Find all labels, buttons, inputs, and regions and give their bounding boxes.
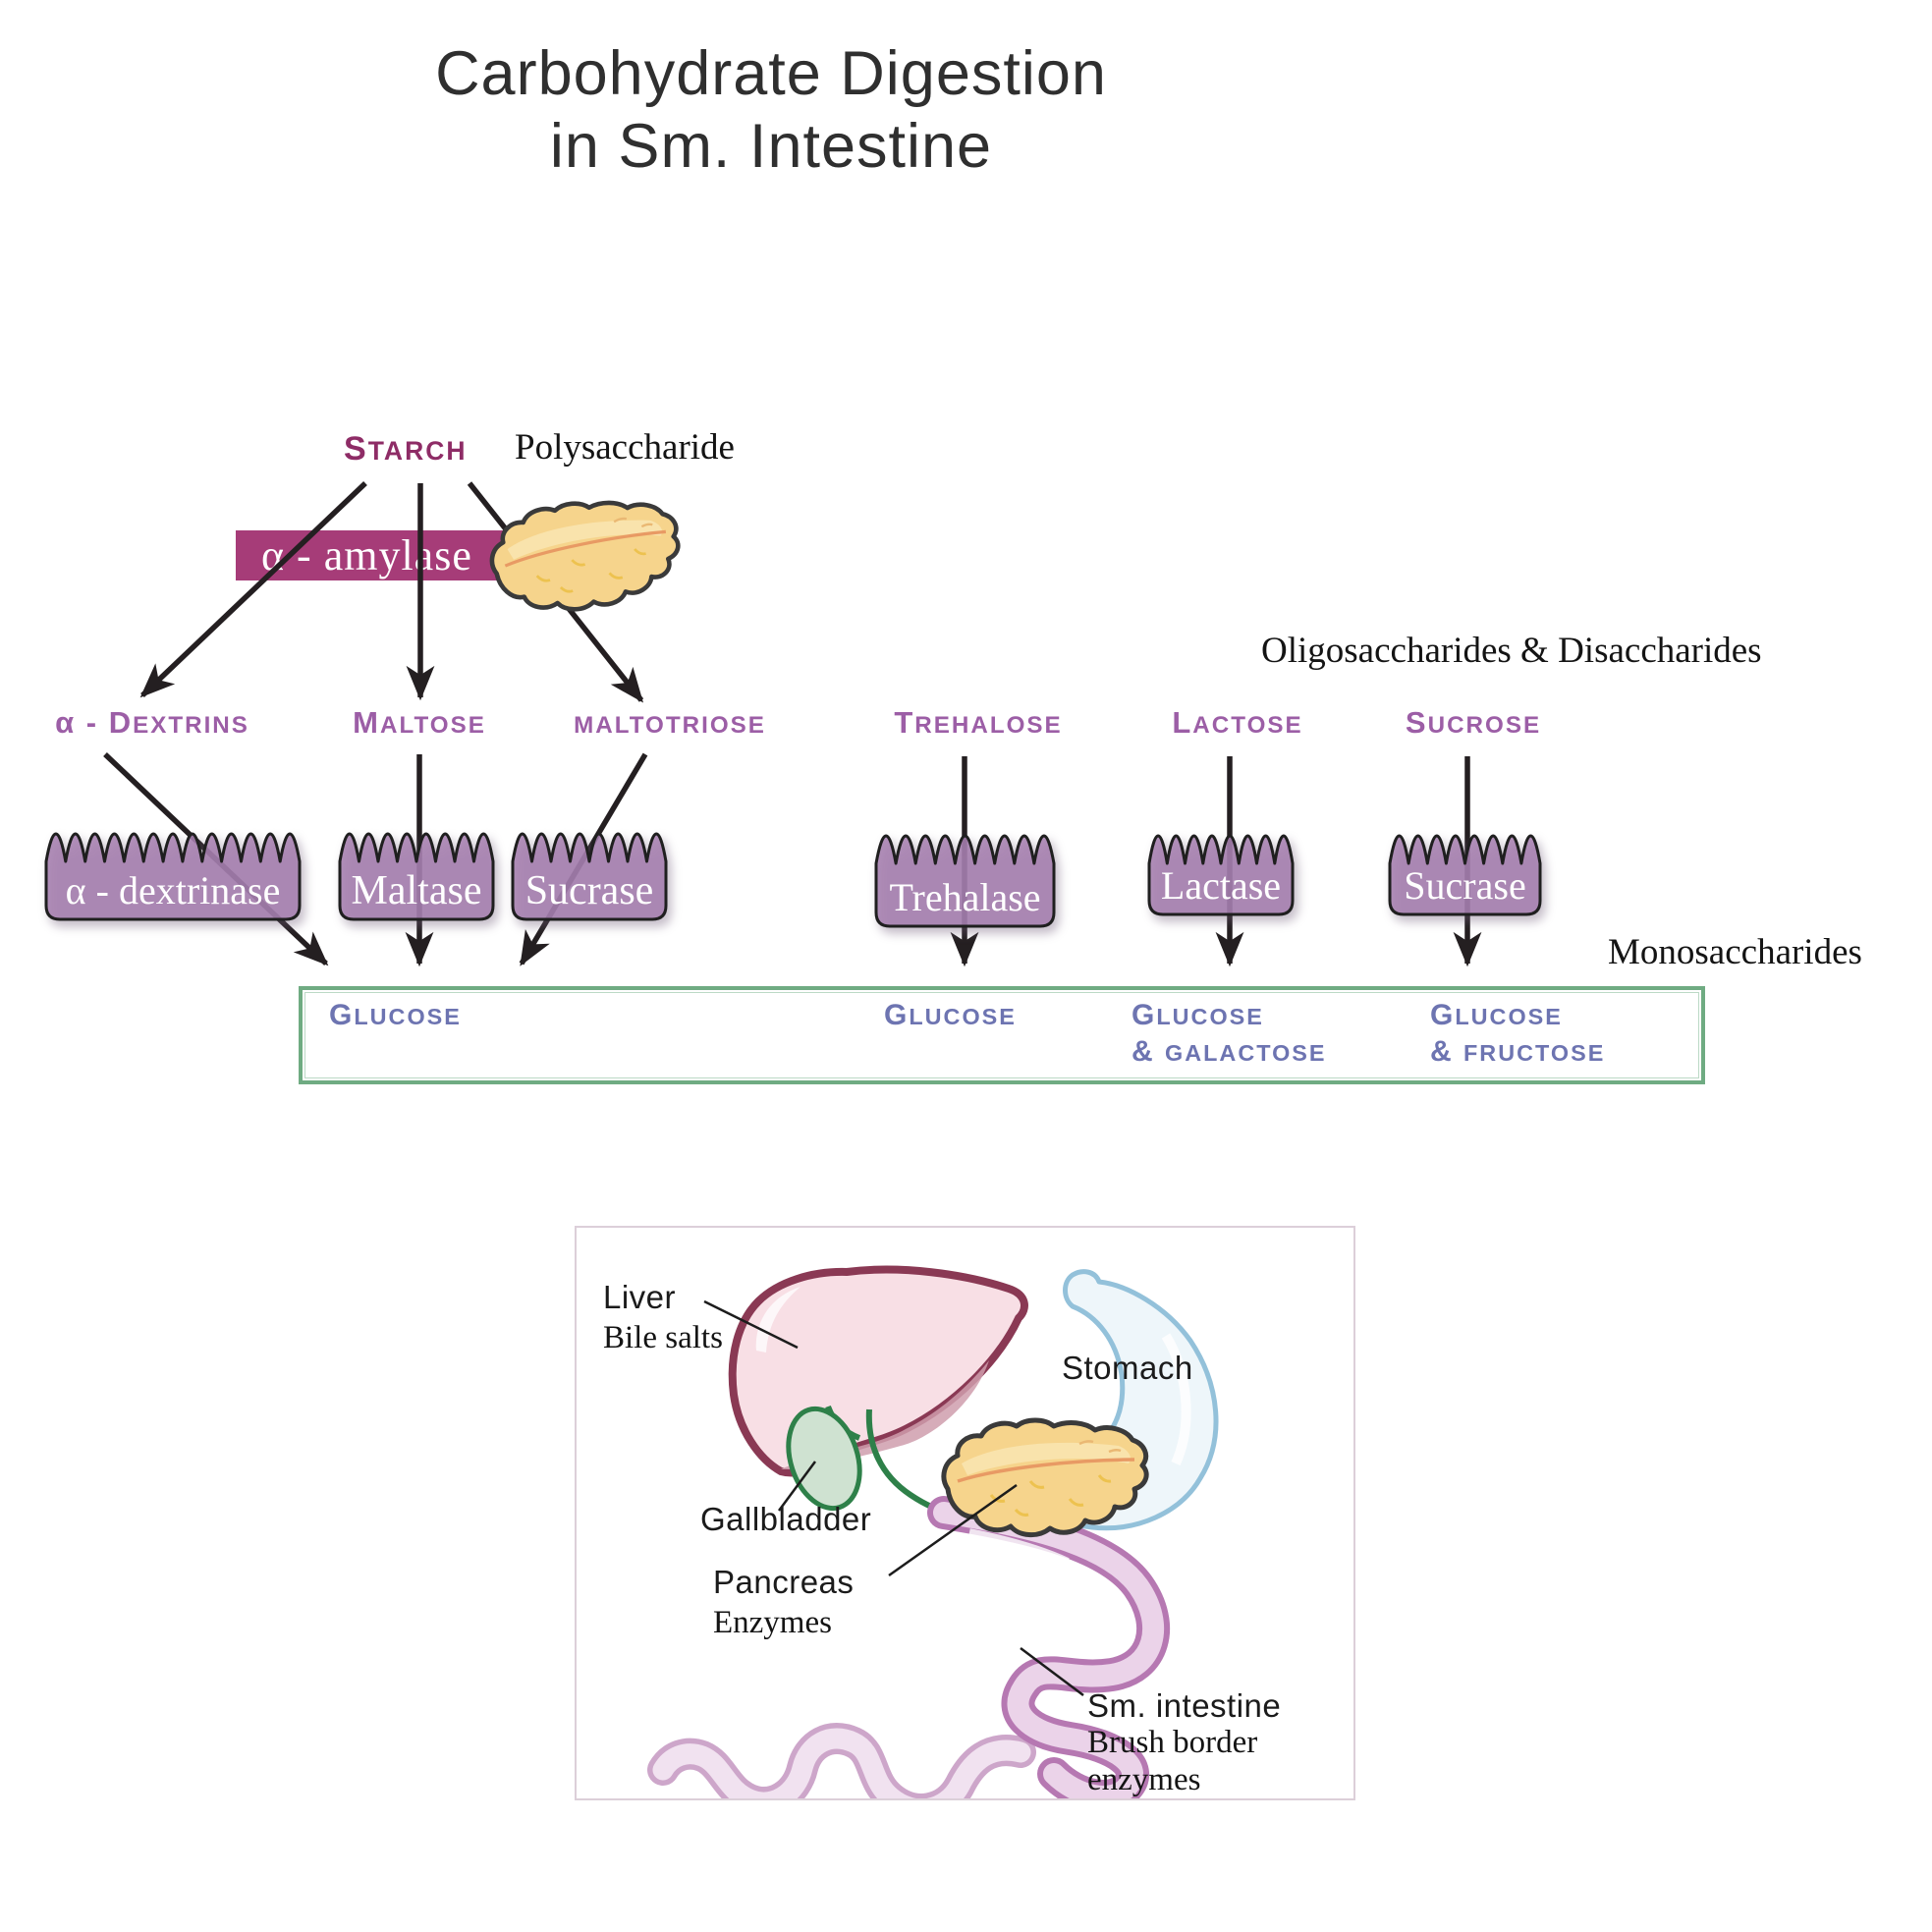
product-trehalose: TREHALOSE: [894, 705, 1063, 740]
monosaccharides-caption: Monosaccharides: [1608, 932, 1862, 972]
svg-text:Lactase: Lactase: [1161, 863, 1281, 908]
liver-label: Liver: [603, 1279, 677, 1315]
pancreas-illustration: [476, 490, 694, 626]
result-line1: GLUCOSE: [884, 999, 1017, 1031]
enzyme-lactase: Lactase: [1147, 834, 1295, 916]
svg-text:Sucrase: Sucrase: [1404, 863, 1525, 908]
leader-intestine: [1020, 1647, 1084, 1696]
result-line1: GLUCOSE: [1430, 999, 1563, 1031]
gallbladder-label: Gallbladder: [700, 1501, 872, 1537]
anatomy-inset: Liver Bile salts Stomach Gallbladder Pan…: [575, 1226, 1355, 1800]
page-title-line1: Carbohydrate Digestion: [435, 39, 1107, 108]
result-glucose-2: GLUCOSE: [884, 998, 1017, 1034]
pancreas-label: Pancreas: [713, 1564, 855, 1600]
sm-intestine-label: Sm. intestine: [1087, 1687, 1282, 1724]
substrate-starch-label: STARCH: [344, 430, 468, 468]
product-alpha-dextrins: α - DEXTRINS: [55, 705, 249, 740]
result-glucose-1: GLUCOSE: [329, 998, 462, 1034]
enzyme-sucrase-1: Sucrase: [511, 832, 668, 921]
product-maltose: MALTOSE: [353, 705, 486, 740]
leader-lines: [703, 1299, 1084, 1696]
enzyme-trehalase: Trehalase: [874, 834, 1056, 928]
result-glucose-fructose: GLUCOSE & FRUCTOSE: [1430, 998, 1605, 1071]
page-title: Carbohydrate Digestion in Sm. Intestine: [0, 37, 1542, 184]
product-sucrose: SUCROSE: [1405, 705, 1542, 740]
bile-salts-label: Bile salts: [603, 1320, 723, 1355]
stomach-label: Stomach: [1062, 1350, 1193, 1386]
result-glucose-galactose: GLUCOSE & GALACTOSE: [1132, 998, 1327, 1071]
enzymes-label: Enzymes: [713, 1605, 832, 1640]
brush-enzymes-label: enzymes: [1087, 1762, 1201, 1797]
brush-border-label: Brush border: [1087, 1725, 1258, 1760]
arrow-starch-to-dextrins: [139, 481, 367, 698]
svg-text:Trehalase: Trehalase: [889, 875, 1040, 919]
result-line1: GLUCOSE: [329, 999, 462, 1031]
result-line1: GLUCOSE: [1132, 999, 1264, 1031]
svg-text:Sucrase: Sucrase: [525, 868, 654, 913]
product-maltotriose: MALTOTRIOSE: [574, 712, 766, 739]
enzyme-alpha-dextrinase: α - dextrinase: [44, 832, 302, 921]
page-title-line2: in Sm. Intestine: [549, 112, 993, 182]
leader-pancreas: [888, 1483, 1018, 1577]
leader-gallbladder: [777, 1461, 817, 1512]
enzyme-maltase: Maltase: [338, 832, 495, 921]
svg-text:α - dextrinase: α - dextrinase: [66, 868, 281, 912]
anatomy-illustration: [647, 1265, 1219, 1798]
product-lactose: LACTOSE: [1172, 705, 1303, 740]
result-line2: & GALACTOSE: [1132, 1035, 1327, 1068]
result-line2: & FRUCTOSE: [1430, 1035, 1606, 1068]
amylase-banner-label: α - amylase: [261, 531, 472, 580]
monosaccharides-box: [299, 986, 1705, 1084]
oligosaccharides-caption: Oligosaccharides & Disaccharides: [1261, 631, 1762, 671]
polysaccharide-label: Polysaccharide: [515, 427, 735, 468]
leader-liver: [703, 1299, 799, 1350]
svg-text:Maltase: Maltase: [352, 868, 482, 913]
small-intestine-illustration: [647, 1496, 1170, 1798]
enzyme-sucrase-2: Sucrase: [1388, 834, 1542, 916]
